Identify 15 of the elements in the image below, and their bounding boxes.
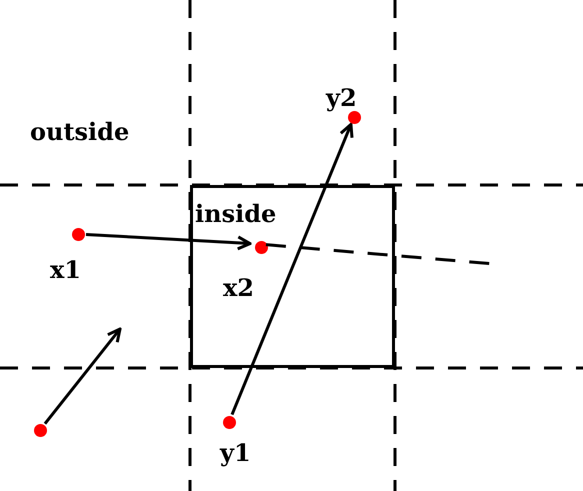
arrow	[230, 122, 354, 416]
point-dot	[222, 416, 236, 428]
square-region	[190, 185, 395, 368]
point-label: y1	[220, 441, 251, 465]
point-label: x2	[223, 276, 254, 300]
point-label: y2	[326, 86, 357, 110]
point-dot	[72, 228, 84, 240]
arrow	[86, 232, 252, 250]
arrow	[44, 328, 122, 425]
region-label: outside	[30, 120, 130, 144]
region-label: inside	[195, 202, 276, 226]
point-label: x1	[50, 258, 82, 282]
point-dot	[34, 424, 46, 436]
point-dot	[254, 240, 268, 254]
point-dot	[348, 110, 360, 124]
